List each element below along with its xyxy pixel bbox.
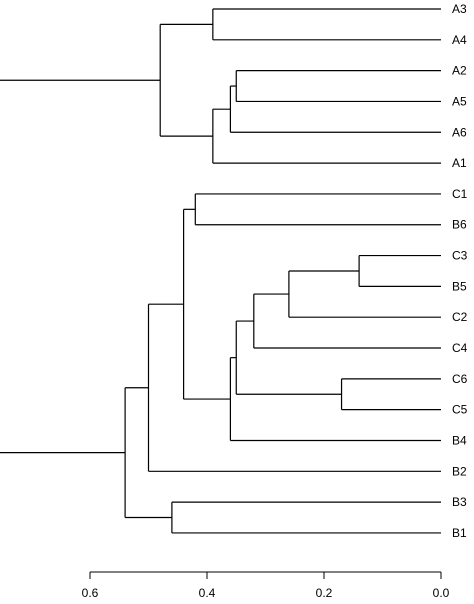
leaf-label-c4: C4 bbox=[452, 341, 468, 355]
x-axis-tick-label: 0.0 bbox=[433, 586, 450, 600]
leaf-label-b3: B3 bbox=[452, 495, 467, 509]
leaf-label-c1: C1 bbox=[452, 187, 468, 201]
x-axis-tick-label: 0.4 bbox=[199, 586, 216, 600]
leaf-label-a6: A6 bbox=[452, 125, 467, 139]
leaf-label-a4: A4 bbox=[452, 33, 467, 47]
x-axis: 0.6 0.4 0.2 0.0 bbox=[82, 571, 450, 600]
x-axis-tick-label: 0.2 bbox=[316, 586, 333, 600]
leaf-label-b2: B2 bbox=[452, 464, 467, 478]
x-axis-tick-label: 0.6 bbox=[82, 586, 99, 600]
leaf-label-a3: A3 bbox=[452, 2, 467, 16]
leaf-label-b5: B5 bbox=[452, 279, 467, 293]
leaf-label-b1: B1 bbox=[452, 526, 467, 540]
leaf-label-c3: C3 bbox=[452, 249, 468, 263]
dendrogram-branches bbox=[0, 8, 441, 534]
leaf-label-b6: B6 bbox=[452, 218, 467, 232]
leaf-label-c6: C6 bbox=[452, 372, 468, 386]
leaf-label-c2: C2 bbox=[452, 310, 468, 324]
leaf-label-a1: A1 bbox=[452, 156, 467, 170]
leaf-label-c5: C5 bbox=[452, 403, 468, 417]
leaf-label-a2: A2 bbox=[452, 64, 467, 78]
leaf-label-a5: A5 bbox=[452, 94, 467, 108]
leaf-label-b4: B4 bbox=[452, 433, 467, 447]
